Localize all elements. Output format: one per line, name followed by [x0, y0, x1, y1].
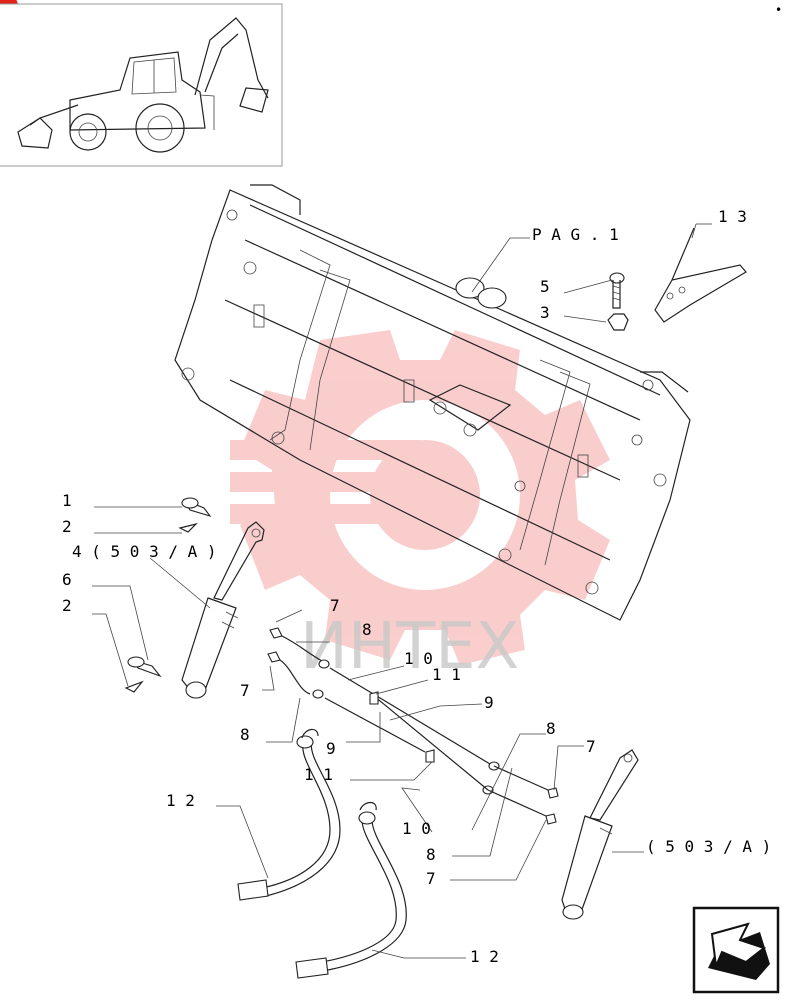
thumbnail-frame: [0, 3, 283, 167]
callout-5: 5: [540, 277, 550, 296]
callout-8-top: 8: [362, 620, 372, 639]
callout-3: 3: [540, 303, 550, 322]
callout-9-right: 9: [484, 693, 494, 712]
callout-6: 6: [62, 570, 72, 589]
bolt-and-nut: [607, 272, 629, 331]
callout-labels: 1 3 P A G . 1 5 3 1 2 4 ( 5 0 3 / A ) 6 …: [62, 207, 771, 966]
bucket-frame: [174, 184, 691, 621]
callout-8-right: 8: [546, 719, 556, 738]
callout-13: 1 3: [718, 207, 747, 226]
callout-12-left: 1 2: [166, 791, 195, 810]
callout-7-top: 7: [330, 596, 340, 615]
callout-12-bottom: 1 2: [470, 947, 499, 966]
callout-10-top: 1 0: [404, 649, 433, 668]
callout-10-bottom: 1 0: [402, 819, 431, 838]
callout-8-left: 8: [240, 725, 250, 744]
hydraulic-lines: [237, 627, 559, 979]
backhoe-loader-icon: [17, 17, 269, 153]
callout-1: 1: [62, 491, 72, 510]
corner-mark: •: [775, 3, 782, 17]
callout-7-bottom: 7: [426, 869, 436, 888]
right-hydraulic-cylinder: [561, 749, 639, 920]
watermark-gear-logo: [230, 330, 610, 665]
leader-lines: [92, 223, 712, 959]
bucket-tooth: [654, 227, 747, 323]
callout-503a-right: ( 5 0 3 / A ): [646, 837, 771, 856]
callout-11-mid: 1 1: [304, 765, 333, 784]
previous-page-arrow-icon[interactable]: [692, 906, 780, 994]
callout-8-bottom: 8: [426, 845, 436, 864]
callout-pag-1: P A G . 1: [532, 225, 619, 244]
callout-4-503a: 4 ( 5 0 3 / A ): [72, 542, 217, 561]
watermark-text: ИНТЕХ: [300, 610, 519, 684]
callout-9-left: 9: [326, 739, 336, 758]
callout-7-left: 7: [240, 681, 250, 700]
callout-2-lower: 2: [62, 596, 72, 615]
callout-2-upper: 2: [62, 517, 72, 536]
callout-7-right: 7: [586, 737, 596, 756]
callout-11-top: 1 1: [432, 665, 461, 684]
left-hydraulic-cylinder: [124, 497, 265, 699]
